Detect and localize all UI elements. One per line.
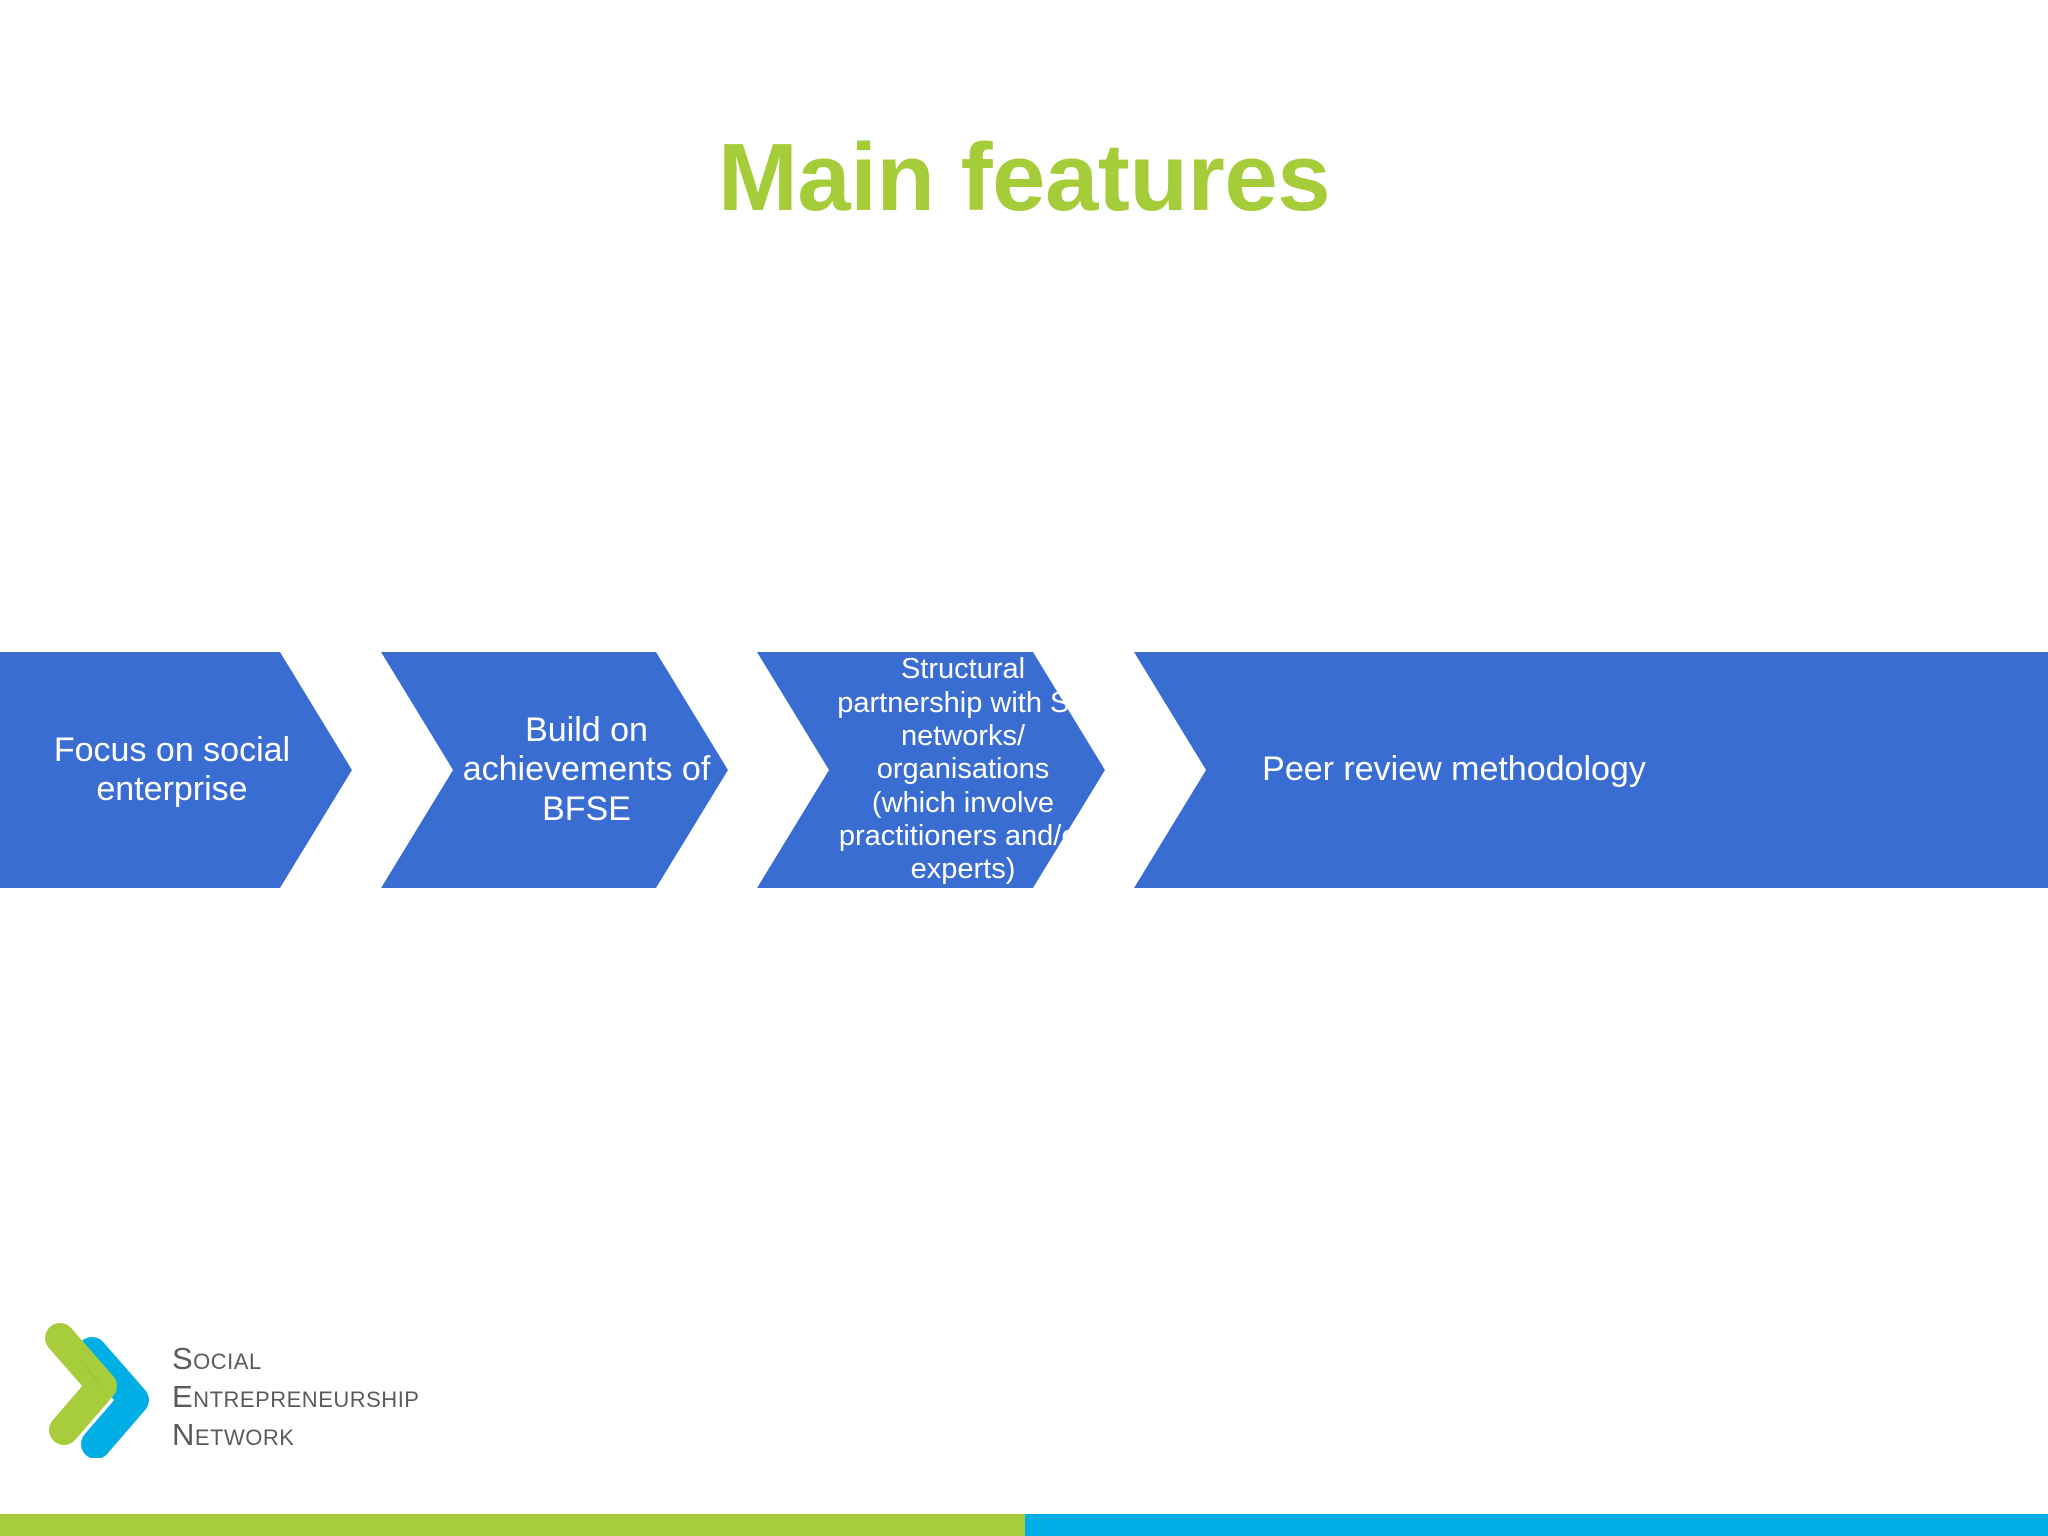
process-chevron-diagram: Focus on social enterprise Build on achi… bbox=[0, 652, 2048, 888]
process-step-2[interactable]: Build on achievements of BFSE bbox=[381, 652, 728, 888]
process-step-4[interactable]: Peer review methodology bbox=[1134, 652, 2048, 888]
footer-bar-green-segment bbox=[0, 1514, 1026, 1536]
footer-bar-blue-segment bbox=[1025, 1514, 2048, 1536]
process-step-3[interactable]: Structural partnership with SE networks/… bbox=[757, 652, 1105, 888]
process-step-1[interactable]: Focus on social enterprise bbox=[0, 652, 352, 888]
process-step-4-label: Peer review methodology bbox=[1262, 750, 1646, 789]
logo: Social Entrepreneurship Network bbox=[44, 1318, 464, 1468]
process-step-3-label: Structural partnership with SE networks/… bbox=[837, 653, 1089, 886]
footer-accent-bar bbox=[0, 1514, 2048, 1536]
double-chevron-logo-icon bbox=[44, 1318, 164, 1459]
logo-wordmark: Social Entrepreneurship Network bbox=[172, 1341, 420, 1452]
page-title: Main features bbox=[717, 124, 1331, 231]
process-step-1-label: Focus on social enterprise bbox=[53, 730, 291, 808]
process-step-2-label: Build on achievements of BFSE bbox=[462, 710, 711, 828]
